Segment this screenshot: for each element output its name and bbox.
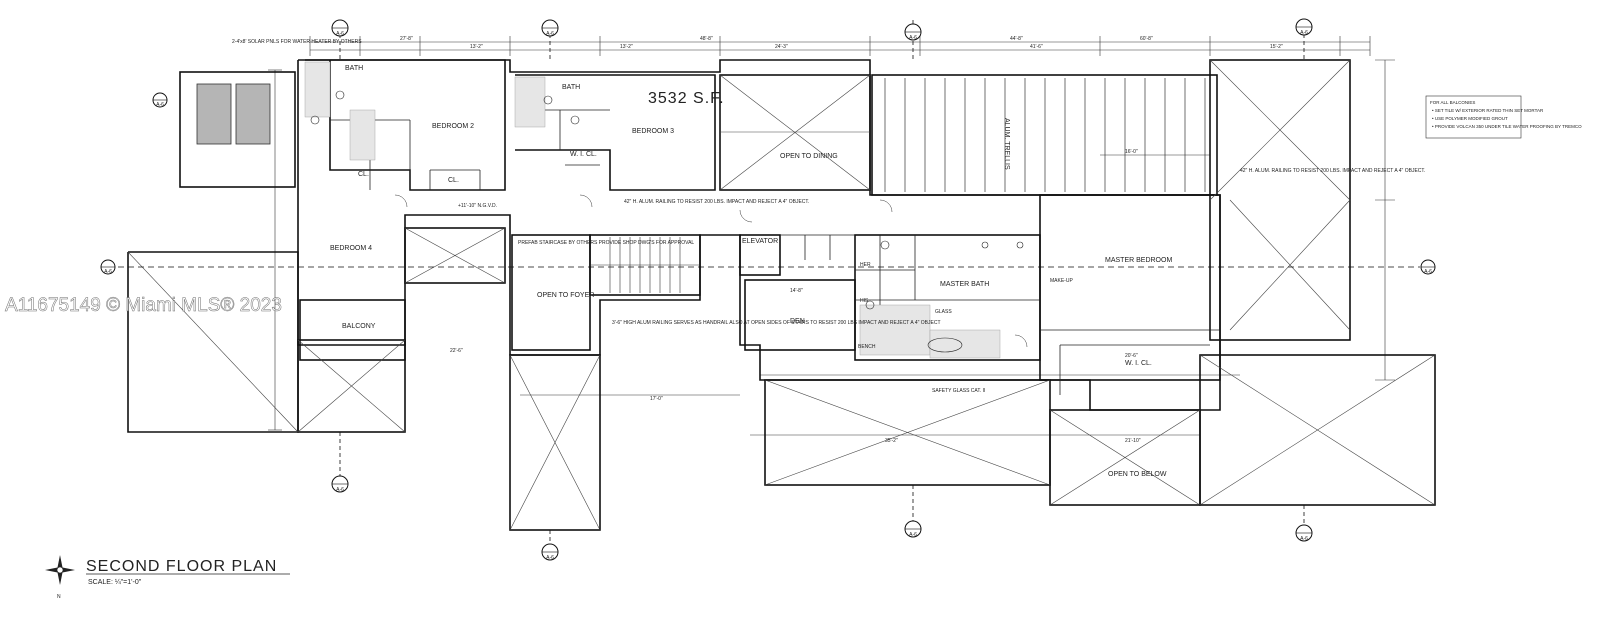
section-marker: A-6: [331, 475, 349, 493]
dimension-text: 15'-2": [1270, 44, 1283, 50]
section-marker: A-6: [1295, 18, 1313, 36]
room-label-open-to-below: OPEN TO BELOW: [1108, 471, 1167, 478]
dimension-lines: [268, 36, 1395, 436]
plan-scale: SCALE: ¼"=1'-0": [88, 579, 142, 586]
room-label-bedroom-2: BEDROOM 2: [432, 123, 474, 130]
note-item: • PROVIDE VOLCAN 350 UNDER TILE WATER PR…: [1432, 124, 1582, 129]
section-marker-label: A-6: [336, 487, 344, 493]
grid-markers: [118, 20, 1420, 545]
room-label-closet-1: CL.: [358, 171, 369, 178]
dimension-text: 14'-8": [790, 288, 803, 294]
note-safety-glass: SAFETY GLASS CAT. II: [932, 388, 985, 394]
floor-area: 3532 S.F.: [648, 90, 725, 107]
section-marker: A-6: [1420, 259, 1436, 275]
north-arrow: N: [45, 555, 75, 600]
room-label-wic: W. I. CL.: [570, 151, 597, 158]
note-railing-3: 3'-6" HIGH ALUM RAILING SERVES AS HANDRA…: [612, 320, 941, 326]
solar-panel: [196, 83, 232, 145]
section-marker-label: A-6: [1300, 30, 1308, 36]
dimension-text: 22'-6": [450, 348, 463, 354]
dimension-text: 27'-8": [400, 36, 413, 42]
room-label-elevator: ELEVATOR: [742, 238, 778, 245]
section-marker: A-6: [904, 520, 922, 538]
room-label-his: HIS: [860, 298, 869, 304]
dimension-text: 16'-0": [1125, 149, 1138, 155]
room-label-den: DEN: [790, 318, 805, 325]
dimension-text: 13'-2": [470, 44, 483, 50]
dimension-text: 17'-0": [650, 396, 663, 402]
roof-hip-lines: [127, 59, 1436, 531]
notes-title: FOR ALL BALCONIES: [1430, 100, 1475, 105]
section-marker: A-6: [331, 19, 349, 37]
section-marker-label: A-6: [336, 31, 344, 37]
label-glass: GLASS: [935, 309, 952, 315]
label-bench: BENCH: [858, 344, 876, 350]
trellis-slats: [884, 78, 1206, 192]
dimension-text: 13'-2": [620, 44, 633, 50]
solar-panel: [235, 83, 271, 145]
note-solar: 2-4'x8' SOLAR PNLS FOR WATER HEATER BY O…: [232, 39, 362, 45]
note-staircase: PREFAB STAIRCASE BY OTHERS PROVIDE SHOP …: [518, 240, 694, 246]
room-label-bath-1: BATH: [345, 65, 363, 72]
room-labels: BATH BATH BEDROOM 2 BEDROOM 3 BEDROOM 4 …: [330, 65, 1172, 478]
dimension-text: 35'-2": [885, 438, 898, 444]
section-marker-label: A-6: [104, 269, 112, 275]
bathtub: [927, 337, 963, 353]
section-marker: A-6: [541, 543, 559, 561]
note-item: • USE POLYMER MODIFIED GROUT: [1432, 116, 1508, 121]
section-marker: A-6: [904, 23, 922, 41]
section-marker: A-6: [152, 92, 168, 108]
partitions: [330, 109, 1220, 395]
room-label-master-bath: MASTER BATH: [940, 281, 989, 288]
north-label: N: [57, 594, 61, 600]
section-marker-label: A-6: [546, 555, 554, 561]
section-marker-label: A-6: [546, 31, 554, 37]
door-swings: [394, 194, 1028, 348]
room-label-her: HER: [860, 262, 871, 268]
plan-title: SECOND FLOOR PLAN: [86, 558, 277, 575]
dimension-text: 20'-6": [1125, 353, 1138, 359]
dimension-text: 41'-6": [1030, 44, 1043, 50]
annotations: 2-4'x8' SOLAR PNLS FOR WATER HEATER BY O…: [232, 39, 1425, 394]
dimension-text: 48'-8": [700, 36, 713, 42]
room-label-open-to-dining: OPEN TO DINING: [780, 153, 838, 160]
note-item: • SET TILE W/ EXTERIOR RATED THIN SET MO…: [1432, 108, 1544, 113]
dimension-text: 21'-10": [1125, 438, 1141, 444]
watermark: A11675149 © Miami MLS® 2023: [5, 295, 282, 316]
room-label-bath-2: BATH: [562, 84, 580, 91]
dimension-text: 44'-8": [1010, 36, 1023, 42]
room-label-master-bedroom: MASTER BEDROOM: [1105, 257, 1172, 264]
section-marker-label: A-6: [909, 35, 917, 41]
note-elevation: +11'-10" N.G.V.D.: [458, 203, 497, 209]
room-label-balcony: BALCONY: [342, 323, 376, 330]
stair-treads: [590, 237, 700, 293]
note-railing-1: 42" H. ALUM. RAILING TO RESIST 200 LBS. …: [624, 199, 809, 205]
section-marker: A-6: [541, 19, 559, 37]
section-marker-label: A-6: [1424, 269, 1432, 275]
balcony-notes: FOR ALL BALCONIES • SET TILE W/ EXTERIOR…: [1425, 95, 1582, 139]
dimension-texts: 27'-8" 48'-8" 44'-8" 60'-8" 13'-2" 13'-2…: [400, 36, 1283, 444]
room-label-wic-master: W. I. CL.: [1125, 360, 1152, 367]
dimension-text: 24'-3": [775, 44, 788, 50]
fixtures: [310, 90, 1024, 353]
tile-hatching: [304, 61, 1001, 359]
dimension-text: 60'-8": [1140, 36, 1153, 42]
label-make-up: MAKE-UP: [1050, 278, 1073, 284]
section-marker: A-6: [100, 259, 116, 275]
room-label-bedroom-3: BEDROOM 3: [632, 128, 674, 135]
label-alum-trellis: ALUM. TRELLIS: [1003, 118, 1010, 170]
room-label-open-to-foyer: OPEN TO FOYER: [537, 292, 594, 299]
note-railing-2: 42" H. ALUM. RAILING TO RESIST 200 LBS. …: [1240, 168, 1425, 174]
walls: [127, 59, 1436, 531]
section-marker-label: A-6: [1300, 536, 1308, 542]
section-marker-label: A-6: [909, 532, 917, 538]
room-label-bedroom-4: BEDROOM 4: [330, 245, 372, 252]
section-marker: A-6: [1295, 524, 1313, 542]
room-label-closet-2: CL.: [448, 177, 459, 184]
section-marker-label: A-6: [156, 102, 164, 108]
